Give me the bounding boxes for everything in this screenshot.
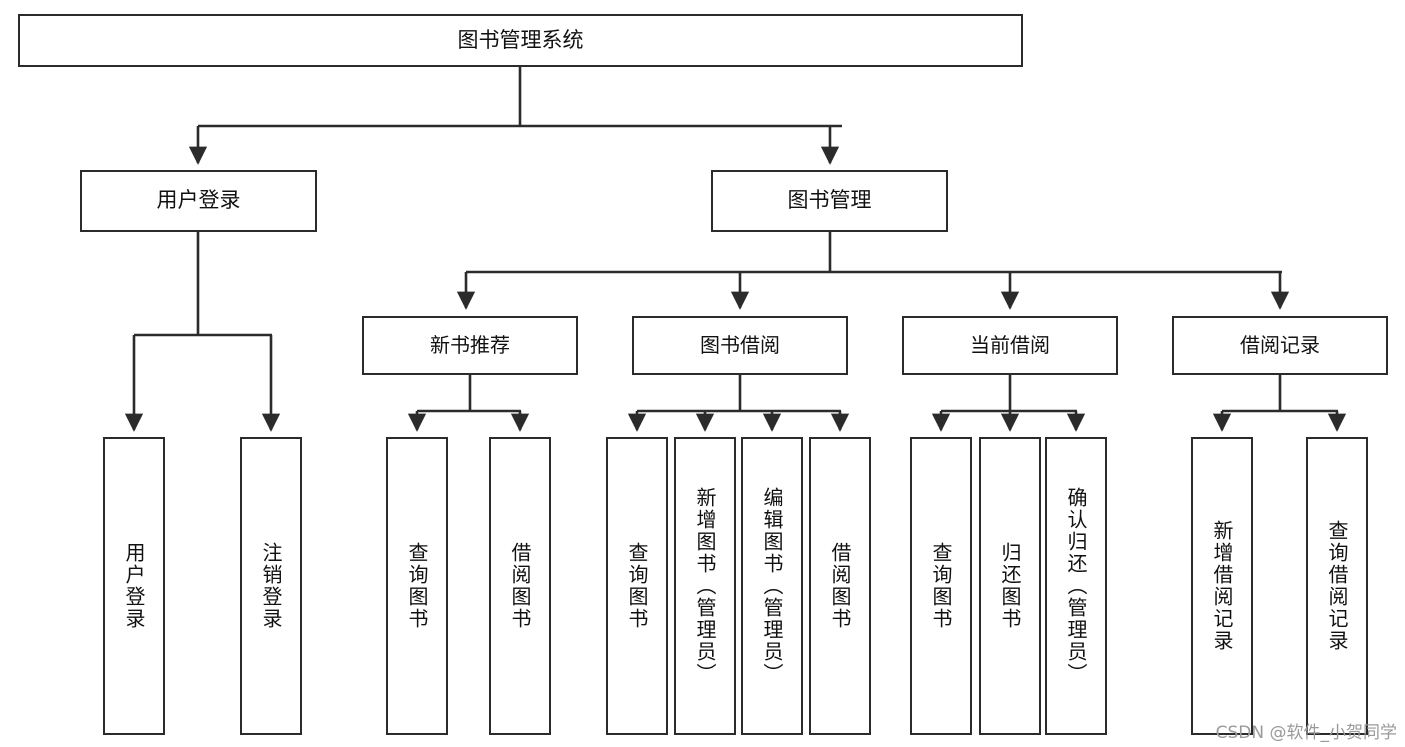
node-current-borrow[interactable]: 当前借阅 <box>902 316 1118 375</box>
node-leaf-borrow-book-2[interactable]: 借阅图书 <box>809 437 871 735</box>
csdn-watermark: CSDN @软件_小贺同学 <box>1215 723 1397 743</box>
node-book-manage-label: 图书管理 <box>787 188 872 213</box>
node-leaf-logout-login-label: 注销登录 <box>259 542 283 630</box>
node-root[interactable]: 图书管理系统 <box>18 14 1023 67</box>
node-leaf-query-book-2[interactable]: 查询图书 <box>606 437 668 735</box>
node-leaf-borrow-book-1[interactable]: 借阅图书 <box>489 437 551 735</box>
node-leaf-add-book-admin[interactable]: 新增图书（管理员） <box>674 437 736 735</box>
node-new-book-recommend[interactable]: 新书推荐 <box>362 316 578 375</box>
node-current-borrow-label: 当前借阅 <box>970 333 1050 358</box>
node-leaf-query-book-1[interactable]: 查询图书 <box>386 437 448 735</box>
node-leaf-add-borrow-record[interactable]: 新增借阅记录 <box>1191 437 1253 735</box>
node-leaf-return-book-label: 归还图书 <box>998 542 1022 630</box>
node-leaf-add-borrow-record-label: 新增借阅记录 <box>1210 520 1234 652</box>
node-leaf-query-borrow-record[interactable]: 查询借阅记录 <box>1306 437 1368 735</box>
node-book-borrow[interactable]: 图书借阅 <box>632 316 848 375</box>
node-user-login-label: 用户登录 <box>156 188 241 213</box>
node-book-borrow-label: 图书借阅 <box>700 333 780 358</box>
node-leaf-query-borrow-record-label: 查询借阅记录 <box>1325 520 1349 652</box>
node-leaf-query-book-3-label: 查询图书 <box>929 542 953 630</box>
node-leaf-user-login[interactable]: 用户登录 <box>103 437 165 735</box>
node-leaf-user-login-label: 用户登录 <box>122 542 146 630</box>
node-leaf-add-book-admin-label: 新增图书（管理员） <box>693 487 717 685</box>
node-leaf-query-book-2-label: 查询图书 <box>625 542 649 630</box>
node-leaf-edit-book-admin-label: 编辑图书（管理员） <box>760 487 784 685</box>
node-leaf-confirm-return-admin-label: 确认归还（管理员） <box>1064 487 1088 685</box>
node-new-book-recommend-label: 新书推荐 <box>430 333 510 358</box>
node-user-login[interactable]: 用户登录 <box>80 170 317 232</box>
node-leaf-borrow-book-2-label: 借阅图书 <box>828 542 852 630</box>
node-root-label: 图书管理系统 <box>457 27 584 52</box>
node-leaf-borrow-book-1-label: 借阅图书 <box>508 542 532 630</box>
node-borrow-record-label: 借阅记录 <box>1240 333 1320 358</box>
node-leaf-return-book[interactable]: 归还图书 <box>979 437 1041 735</box>
node-leaf-query-book-1-label: 查询图书 <box>405 542 429 630</box>
node-leaf-confirm-return-admin[interactable]: 确认归还（管理员） <box>1045 437 1107 735</box>
node-book-manage[interactable]: 图书管理 <box>711 170 948 232</box>
node-leaf-logout-login[interactable]: 注销登录 <box>240 437 302 735</box>
node-borrow-record[interactable]: 借阅记录 <box>1172 316 1388 375</box>
node-leaf-edit-book-admin[interactable]: 编辑图书（管理员） <box>741 437 803 735</box>
node-leaf-query-book-3[interactable]: 查询图书 <box>910 437 972 735</box>
